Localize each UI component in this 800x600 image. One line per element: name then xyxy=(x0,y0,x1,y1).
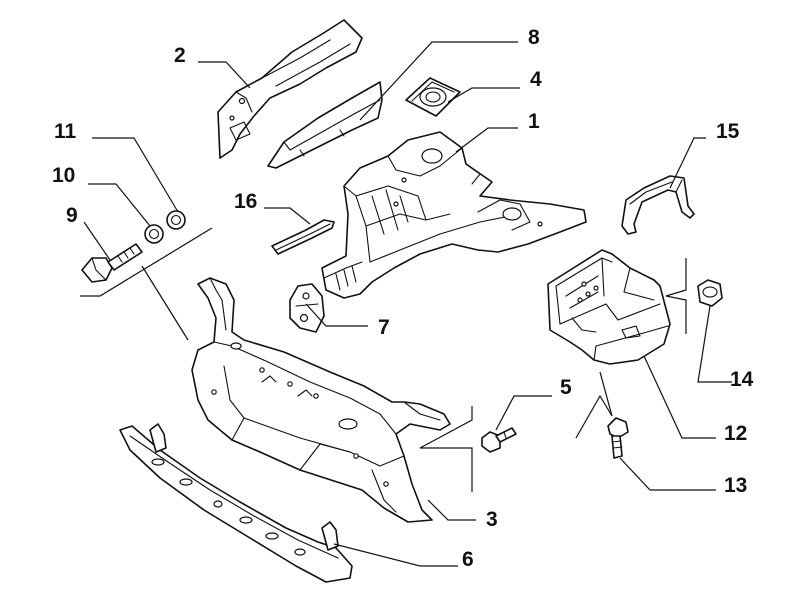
callout-7: 7 xyxy=(378,316,390,339)
part-3-front-frame xyxy=(191,277,451,523)
callout-3: 3 xyxy=(486,508,498,531)
callout-13: 13 xyxy=(724,474,747,497)
part-7-small-bracket xyxy=(289,283,325,333)
part-16-small-strip xyxy=(271,219,335,255)
callout-16: 16 xyxy=(234,190,257,213)
callout-10: 10 xyxy=(52,164,75,187)
part-12-tray-support xyxy=(547,249,671,365)
part-11-washer xyxy=(166,210,186,230)
part-9-bolt xyxy=(81,243,143,283)
callout-5: 5 xyxy=(560,376,572,399)
callout-6: 6 xyxy=(462,548,474,571)
callout-15: 15 xyxy=(716,120,740,143)
callout-9: 9 xyxy=(66,204,78,227)
part-13-bolt xyxy=(607,417,629,459)
part-2-upper-rail xyxy=(217,19,363,159)
part-14-nut xyxy=(697,279,723,307)
callout-12: 12 xyxy=(724,422,747,445)
part-4-mount-seal xyxy=(405,77,461,117)
callout-4: 4 xyxy=(530,68,542,91)
callout-8: 8 xyxy=(528,26,540,49)
callout-labels: 2 8 4 1 15 11 10 16 9 7 14 5 12 13 3 6 xyxy=(52,26,754,571)
callout-1: 1 xyxy=(528,110,540,133)
part-5-bolt xyxy=(481,427,517,453)
part-8-strip-panel xyxy=(267,81,383,169)
part-15-strap-bracket xyxy=(621,175,695,235)
leader-lines xyxy=(80,41,732,567)
part-1-side-member xyxy=(321,131,587,299)
part-6-bumper-beam xyxy=(119,423,353,583)
part-10-washer xyxy=(144,224,164,244)
callout-2: 2 xyxy=(174,44,186,67)
callout-14: 14 xyxy=(730,368,754,391)
callout-11: 11 xyxy=(54,120,77,143)
